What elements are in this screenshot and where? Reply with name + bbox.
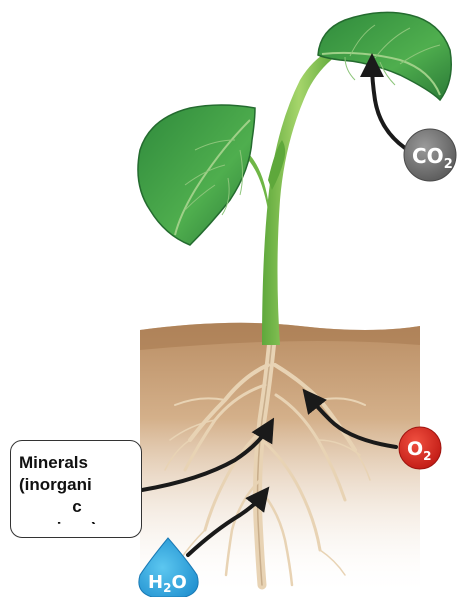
co2-sub: 2 xyxy=(444,157,453,172)
stem xyxy=(222,50,336,345)
minerals-line1: Minerals xyxy=(19,452,135,474)
co2-base: CO xyxy=(412,144,444,168)
o2-base: O xyxy=(407,438,423,460)
minerals-line3: c xyxy=(19,496,135,518)
o2-sub: 2 xyxy=(423,449,431,463)
minerals-callout: Minerals (inorgani c ions) xyxy=(10,440,142,538)
minerals-line4: ions) xyxy=(19,518,135,524)
leaf-right xyxy=(318,12,451,100)
h2o-pre: H xyxy=(148,572,163,593)
o2-label: O2 xyxy=(399,427,441,469)
minerals-line2: (inorgani xyxy=(19,474,135,496)
leaf-left xyxy=(138,105,255,245)
h2o-sub: 2 xyxy=(163,581,171,595)
minerals-text: Minerals (inorgani c ions) xyxy=(19,452,135,524)
h2o-post: O xyxy=(171,572,186,593)
co2-label: CO2 xyxy=(404,129,456,181)
